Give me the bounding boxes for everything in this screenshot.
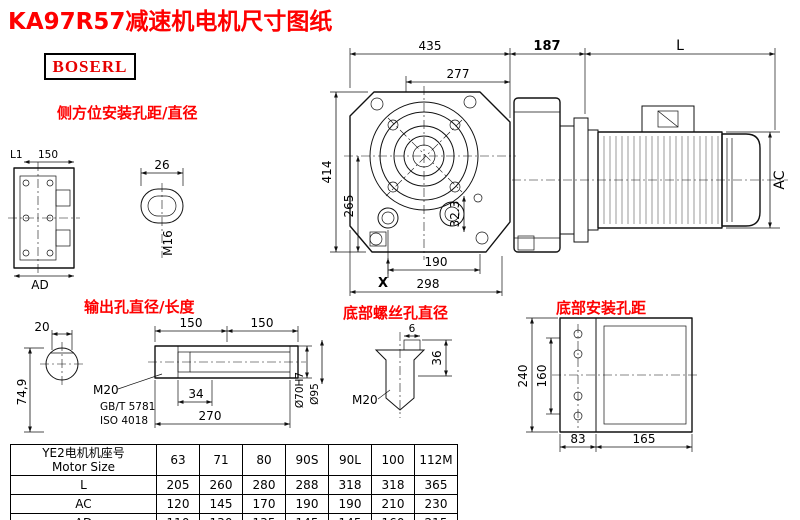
dim-270: 270 (199, 409, 222, 423)
table-cell: 205 (156, 475, 200, 495)
table-cell: 145 (199, 494, 243, 514)
table-cell: 365 (414, 475, 458, 495)
terminal-box (641, 105, 695, 133)
size-col-90l: 90L (328, 444, 372, 476)
dim-298: 298 (417, 277, 440, 291)
row-label-L: L (10, 475, 157, 495)
bottom-mount-view: 240 160 83 165 (516, 317, 700, 452)
table-cell: 260 (199, 475, 243, 495)
dim-AC: AC (772, 170, 788, 189)
size-col-71: 71 (199, 444, 243, 476)
dim-32-3: 32.3 (448, 201, 462, 228)
dim-x-mark: X (378, 276, 388, 291)
table-header-en: Motor Size (51, 460, 116, 474)
foot-section-hatch (369, 231, 387, 247)
dim-36: 36 (430, 350, 444, 365)
dim-240: 240 (516, 365, 530, 388)
dim-AD: AD (31, 278, 48, 292)
dim-150-side: 150 (38, 149, 58, 161)
output-shaft-detail: 20 74,9 150 150 M20 GB/T 5781 ISO 4018 (15, 316, 324, 433)
dim-74-9: 74,9 (15, 379, 29, 406)
dim-26: 26 (154, 158, 169, 172)
table-cell: 318 (328, 475, 372, 495)
dim-d95: Ø95 (309, 383, 321, 405)
row-label-AC: AC (10, 494, 157, 514)
table-header-cell: YE2电机机座号 Motor Size (10, 444, 157, 476)
dim-6: 6 (409, 323, 416, 335)
side-view (512, 97, 788, 253)
size-col-90s: 90S (285, 444, 329, 476)
table-cell: 120 (156, 494, 200, 514)
bottom-screw-detail: 6 36 M20 (352, 323, 452, 418)
dim-83: 83 (570, 432, 585, 446)
label-output-hole: 输出孔直径/长度 (84, 298, 195, 316)
label-bottom-screw-hole: 底部螺丝孔直径 (343, 304, 449, 322)
dim-M20-screw: M20 (352, 393, 378, 407)
table-cell: 145 (285, 513, 329, 520)
dim-150-b: 150 (251, 316, 274, 330)
side-mount-view: L1 150 AD (8, 149, 80, 292)
dim-435: 435 (419, 39, 442, 53)
dim-277: 277 (447, 67, 470, 81)
dim-34: 34 (188, 387, 203, 401)
standard-gbt: GB/T 5781 (100, 401, 155, 413)
label-side-mount-holes: 侧方位安装孔距/直径 (57, 104, 198, 122)
table-cell: 190 (328, 494, 372, 514)
dim-165: 165 (633, 432, 656, 446)
front-view (344, 86, 516, 260)
dim-d70h7: Ø70H7 (294, 372, 306, 408)
table-cell: 145 (328, 513, 372, 520)
dim-20: 20 (34, 320, 49, 334)
table-header-cn: YE2电机机座号 (42, 446, 125, 460)
dim-L: L (676, 38, 684, 54)
table-cell: 215 (414, 513, 458, 520)
brand-logo: BOSERL (44, 53, 136, 80)
dim-M16: M16 (161, 230, 175, 256)
table-cell: 318 (371, 475, 415, 495)
size-col-100: 100 (371, 444, 415, 476)
table-row-L: L 205 260 280 288 318 318 365 (10, 475, 458, 495)
table-cell: 160 (371, 513, 415, 520)
dim-190: 190 (425, 255, 448, 269)
size-col-112m: 112M (414, 444, 458, 476)
table-cell: 280 (242, 475, 286, 495)
table-cell: 130 (199, 513, 243, 520)
table-row-AC: AC 120 145 170 190 190 210 230 (10, 494, 458, 514)
page-title: KA97R57减速机电机尺寸图纸 (8, 9, 333, 35)
row-label-AD: AD (10, 513, 157, 520)
motor-size-table: YE2电机机座号 Motor Size 63 71 80 90S 90L 100… (10, 444, 458, 520)
table-cell: 110 (156, 513, 200, 520)
dim-414: 414 (320, 161, 334, 184)
label-bottom-mount-holes: 底部安装孔距 (556, 299, 647, 317)
table-cell: 230 (414, 494, 458, 514)
table-header-row: YE2电机机座号 Motor Size 63 71 80 90S 90L 100… (10, 444, 458, 476)
table-cell: 170 (242, 494, 286, 514)
dim-265: 265 (342, 195, 356, 218)
table-cell: 210 (371, 494, 415, 514)
dim-160: 160 (535, 365, 549, 388)
front-view-dimensions: 435 277 414 265 32.3 190 298 X (320, 39, 511, 296)
table-cell: 190 (285, 494, 329, 514)
dim-150-a: 150 (180, 316, 203, 330)
fan-cover (721, 133, 761, 227)
dim-187: 187 (533, 39, 560, 54)
standard-iso: ISO 4018 (100, 415, 148, 427)
shaft-end-detail: 26 M16 (140, 158, 184, 258)
dim-L1: L1 (10, 149, 23, 161)
size-col-63: 63 (156, 444, 200, 476)
table-cell: 288 (285, 475, 329, 495)
table-cell: 135 (242, 513, 286, 520)
dim-M20-output: M20 (93, 383, 119, 397)
side-view-dimensions: 187 L AC (510, 38, 788, 229)
table-row-AD: AD 110 130 135 145 145 160 215 (10, 513, 458, 520)
size-col-80: 80 (242, 444, 286, 476)
